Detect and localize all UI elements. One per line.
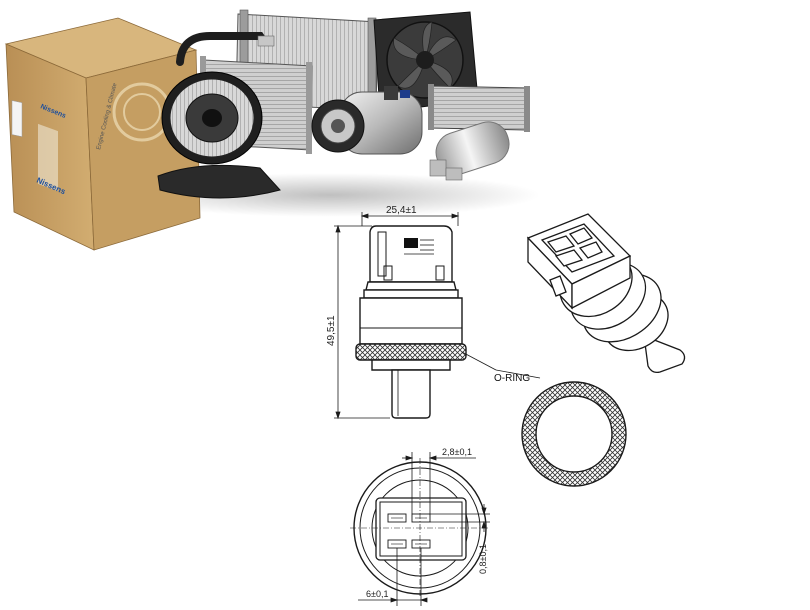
receiver-drier [429, 121, 510, 181]
oring-label: O-RING [494, 373, 530, 384]
pin-width-label: 2,8±0,1 [442, 447, 472, 457]
width-dimension [360, 212, 460, 226]
sensor-end-view [350, 458, 490, 598]
height-dim-label: 49,5±1 [326, 315, 337, 346]
blower-motor [157, 71, 281, 199]
oring-leader [461, 351, 541, 379]
ac-pipe [176, 32, 268, 66]
pin-thickness-dimension [430, 504, 490, 532]
product-photo: Nissens Nissens Engine Cooling & Climate [4, 9, 540, 251]
heater-core [428, 84, 530, 132]
pin-spacing-dimension [358, 548, 428, 606]
pin-thickness-label: 0,8±0,1 [478, 544, 488, 574]
cardboard-box: Nissens Nissens Engine Cooling & Climate [4, 17, 201, 251]
ac-compressor [311, 86, 423, 155]
pin-width-dimension [402, 452, 476, 514]
oring-drawing [521, 381, 627, 487]
sensor-front-view [355, 225, 467, 419]
width-dim-label: 25,4±1 [386, 205, 417, 216]
pin-spacing-label: 6±0,1 [366, 589, 388, 599]
sensor-isometric-view [526, 213, 686, 374]
height-dimension [334, 224, 390, 420]
